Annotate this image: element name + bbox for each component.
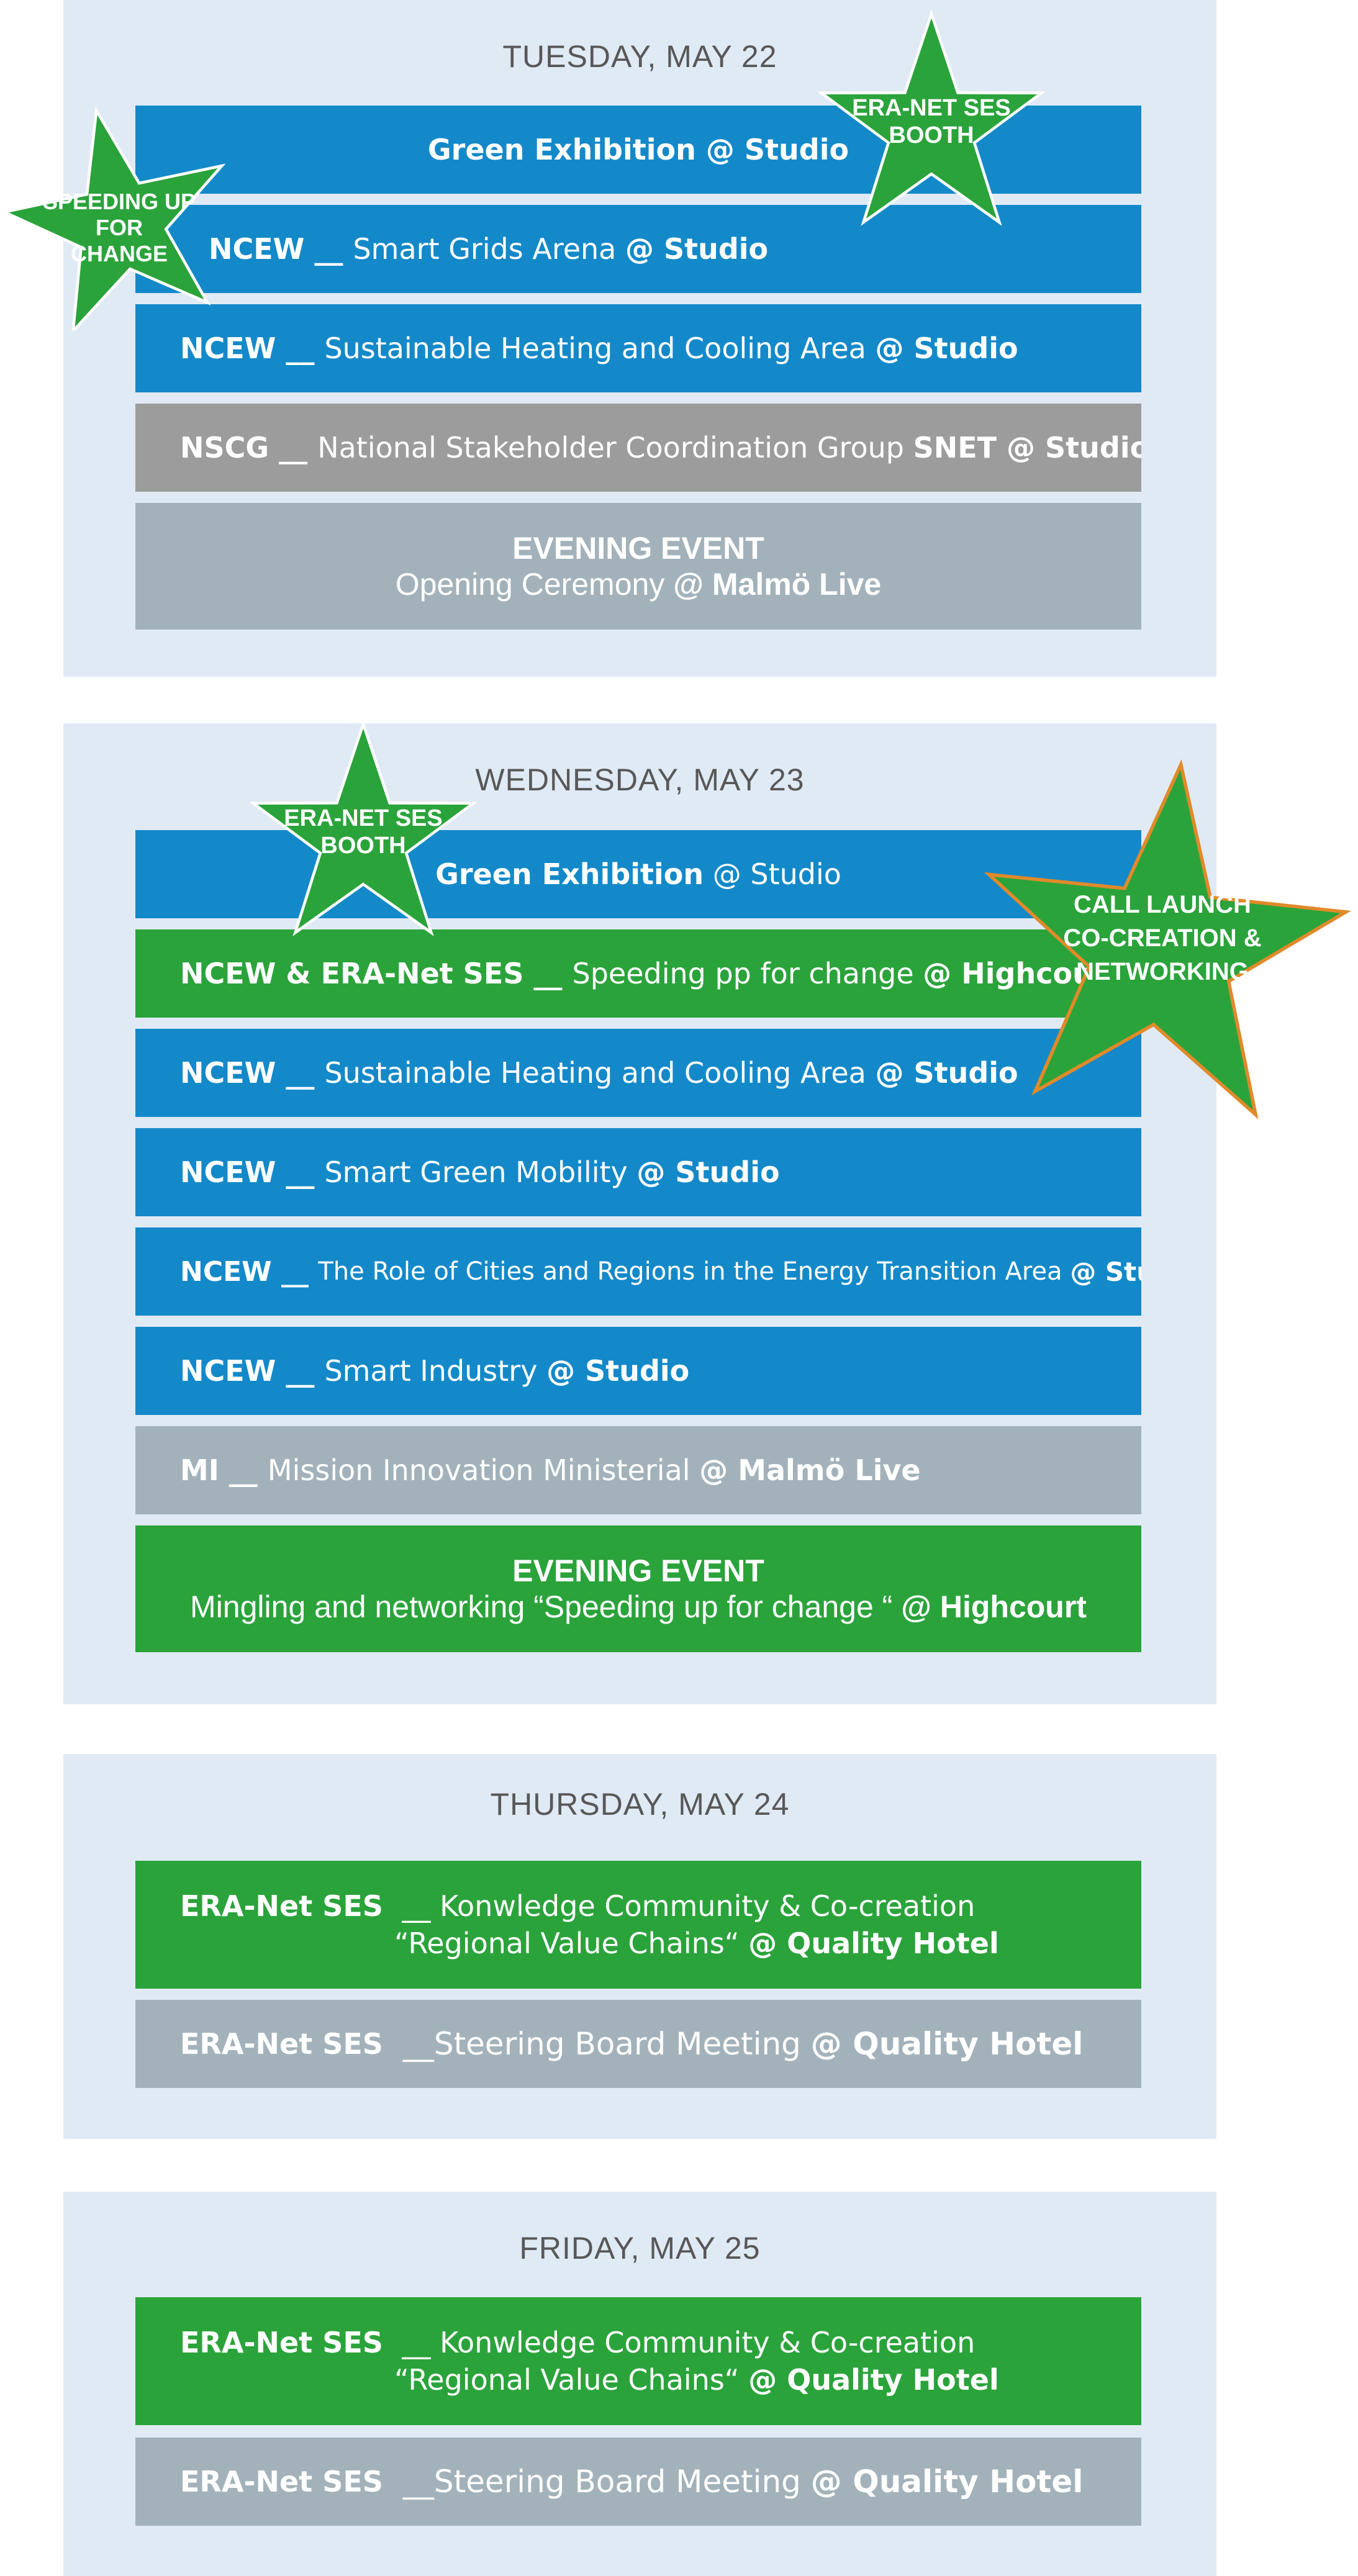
- day-title: WEDNESDAY, MAY 23: [475, 762, 805, 797]
- schedule-item-heating-cooling: NCEW __ Sustainable Heating and Cooling …: [135, 1029, 1141, 1117]
- schedule-item-knowledge-community: ERA-Net SES __ Konwledge Community & Co-…: [135, 1861, 1141, 1989]
- star-icon: [984, 759, 1352, 1119]
- star-icon: [817, 9, 1046, 226]
- evening-event-tuesday: EVENING EVENT Opening Ceremony @ Malmö L…: [135, 503, 1141, 630]
- day-title: TUESDAY, MAY 22: [502, 39, 777, 74]
- star-badge-booth: ERA-NET SES BOOTH: [245, 719, 481, 944]
- evening-event-heading: EVENING EVENT: [512, 1553, 764, 1588]
- star-icon: [249, 719, 478, 936]
- day-title: THURSDAY, MAY 24: [490, 1787, 790, 1822]
- star-badge-call-launch: CALL LAUNCH CO-CREATION & NETWORKING: [970, 752, 1355, 1125]
- schedule-item-heating-cooling: NCEW __ Sustainable Heating and Cooling …: [135, 304, 1141, 392]
- schedule-item-knowledge-community: ERA-Net SES __ Konwledge Community & Co-…: [135, 2297, 1141, 2425]
- schedule-item-nscg: NSCG __ National Stakeholder Coordinatio…: [135, 404, 1141, 492]
- schedule-item-smart-grids: NCEW __ Smart Grids Arena @ Studio: [135, 205, 1141, 293]
- evening-event-heading: EVENING EVENT: [512, 531, 764, 566]
- evening-event-wednesday: EVENING EVENT Mingling and networking “S…: [135, 1525, 1141, 1652]
- schedule-item-steering-board: ERA-Net SES __Steering Board Meeting @ Q…: [135, 2000, 1141, 2088]
- star-badge-booth: ERA-NET SES BOOTH: [813, 9, 1049, 233]
- schedule-item-steering-board: ERA-Net SES __Steering Board Meeting @ Q…: [135, 2438, 1141, 2526]
- schedule-item-mission-innovation: MI __ Mission Innovation Ministerial @ M…: [135, 1426, 1141, 1514]
- schedule-item-speeding-up: NCEW & ERA-Net SES __ Speeding pp for ch…: [135, 929, 1141, 1018]
- day-title: FRIDAY, MAY 25: [519, 2231, 761, 2266]
- star-icon: [0, 106, 226, 330]
- schedule-item-smart-industry: NCEW __ Smart Industry @ Studio: [135, 1327, 1141, 1415]
- schedule-item-cities-regions: NCEW __ The Role of Cities and Regions i…: [135, 1227, 1141, 1316]
- schedule-item-green-mobility: NCEW __ Smart Green Mobility @ Studio: [135, 1128, 1141, 1216]
- star-badge-speeding-up: SPEEDING UP FOR CHANGE: [0, 103, 238, 330]
